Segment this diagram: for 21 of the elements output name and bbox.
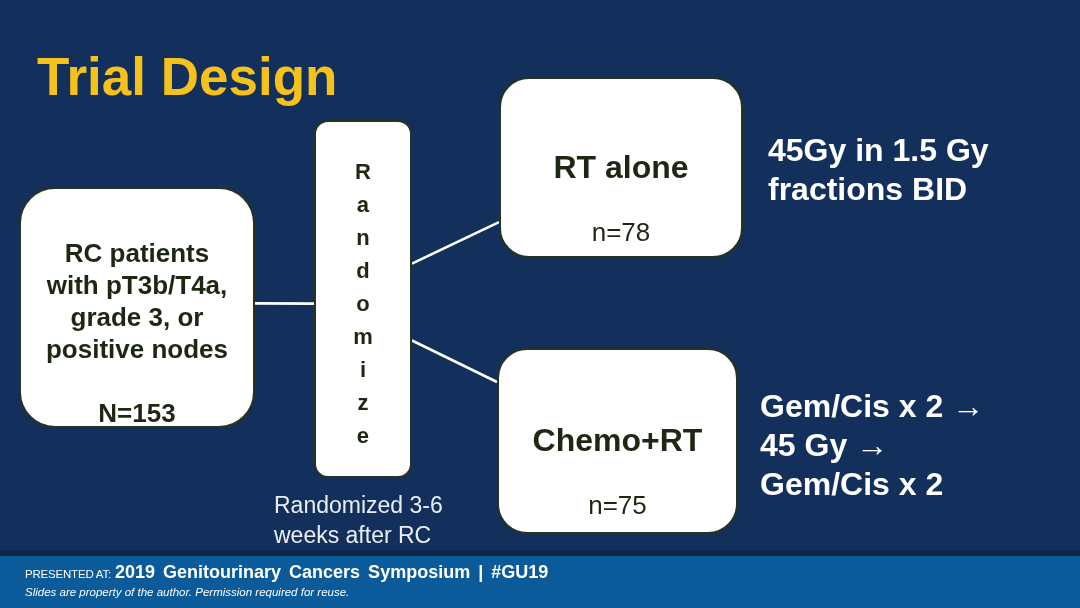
- presented-at-label: PRESENTED AT:: [25, 568, 111, 580]
- sample-size-text: N=153: [98, 398, 176, 428]
- connector-line: [411, 221, 500, 265]
- regimen-text: Gem/Cis x 2 → 45 Gy → Gem/Cis x 2: [760, 387, 986, 504]
- connector-line: [255, 302, 314, 305]
- vertical-label: Randomize: [352, 158, 378, 450]
- connector-line: [411, 339, 498, 384]
- arm-title: Chemo+RT: [532, 421, 703, 459]
- regimen-text: 45Gy in 1.5 Gy fractions BID: [768, 131, 990, 209]
- process-box: [499, 77, 743, 258]
- sample-size-text: n=78: [591, 217, 651, 247]
- note-text: Randomized 3-6 weeks after RC: [274, 491, 444, 550]
- sample-size-text: n=75: [588, 490, 647, 520]
- slide-title: Trial Design: [37, 46, 338, 108]
- copyright-note: Slides are property of the author. Permission required for reuse.: [25, 586, 350, 598]
- process-box: [19, 187, 255, 428]
- criteria-text: RC patients with pT3b/T4a, grade 3, or positive nodes: [44, 237, 229, 365]
- process-box: [497, 348, 738, 534]
- conference-name: 2019 Genitourinary Cancers Symposium | #GU19: [115, 562, 549, 583]
- arm-title: RT alone: [553, 148, 689, 186]
- process-box: [314, 120, 412, 478]
